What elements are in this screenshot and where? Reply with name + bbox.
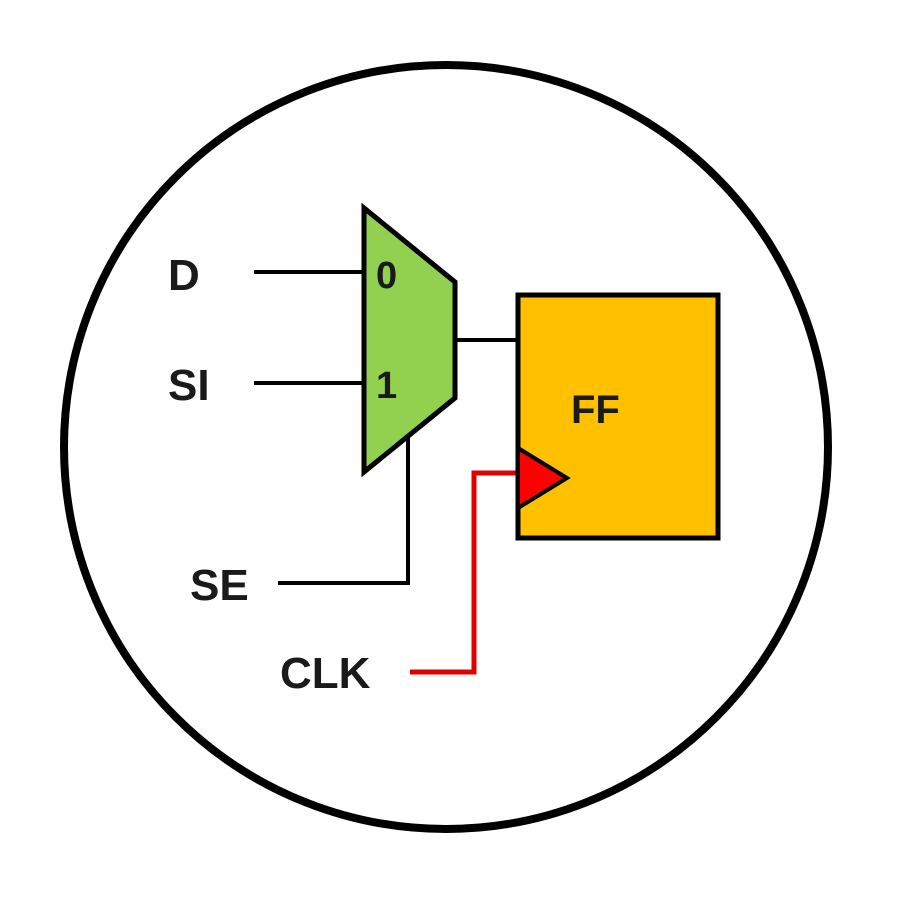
label-si: SI xyxy=(168,361,210,410)
label-se: SE xyxy=(190,561,249,610)
mux-input-1-label: 1 xyxy=(376,365,397,407)
clock-edge-marker xyxy=(516,444,571,512)
wire-se xyxy=(278,432,410,585)
flip-flop-label: FF xyxy=(571,388,620,432)
flip-flop xyxy=(515,292,721,541)
outer-circle xyxy=(60,61,832,833)
multiplexer xyxy=(361,202,458,478)
wire-clk xyxy=(410,470,522,675)
label-clk: CLK xyxy=(280,649,371,698)
mux-input-0-label: 0 xyxy=(376,255,397,297)
label-d: D xyxy=(168,251,200,300)
